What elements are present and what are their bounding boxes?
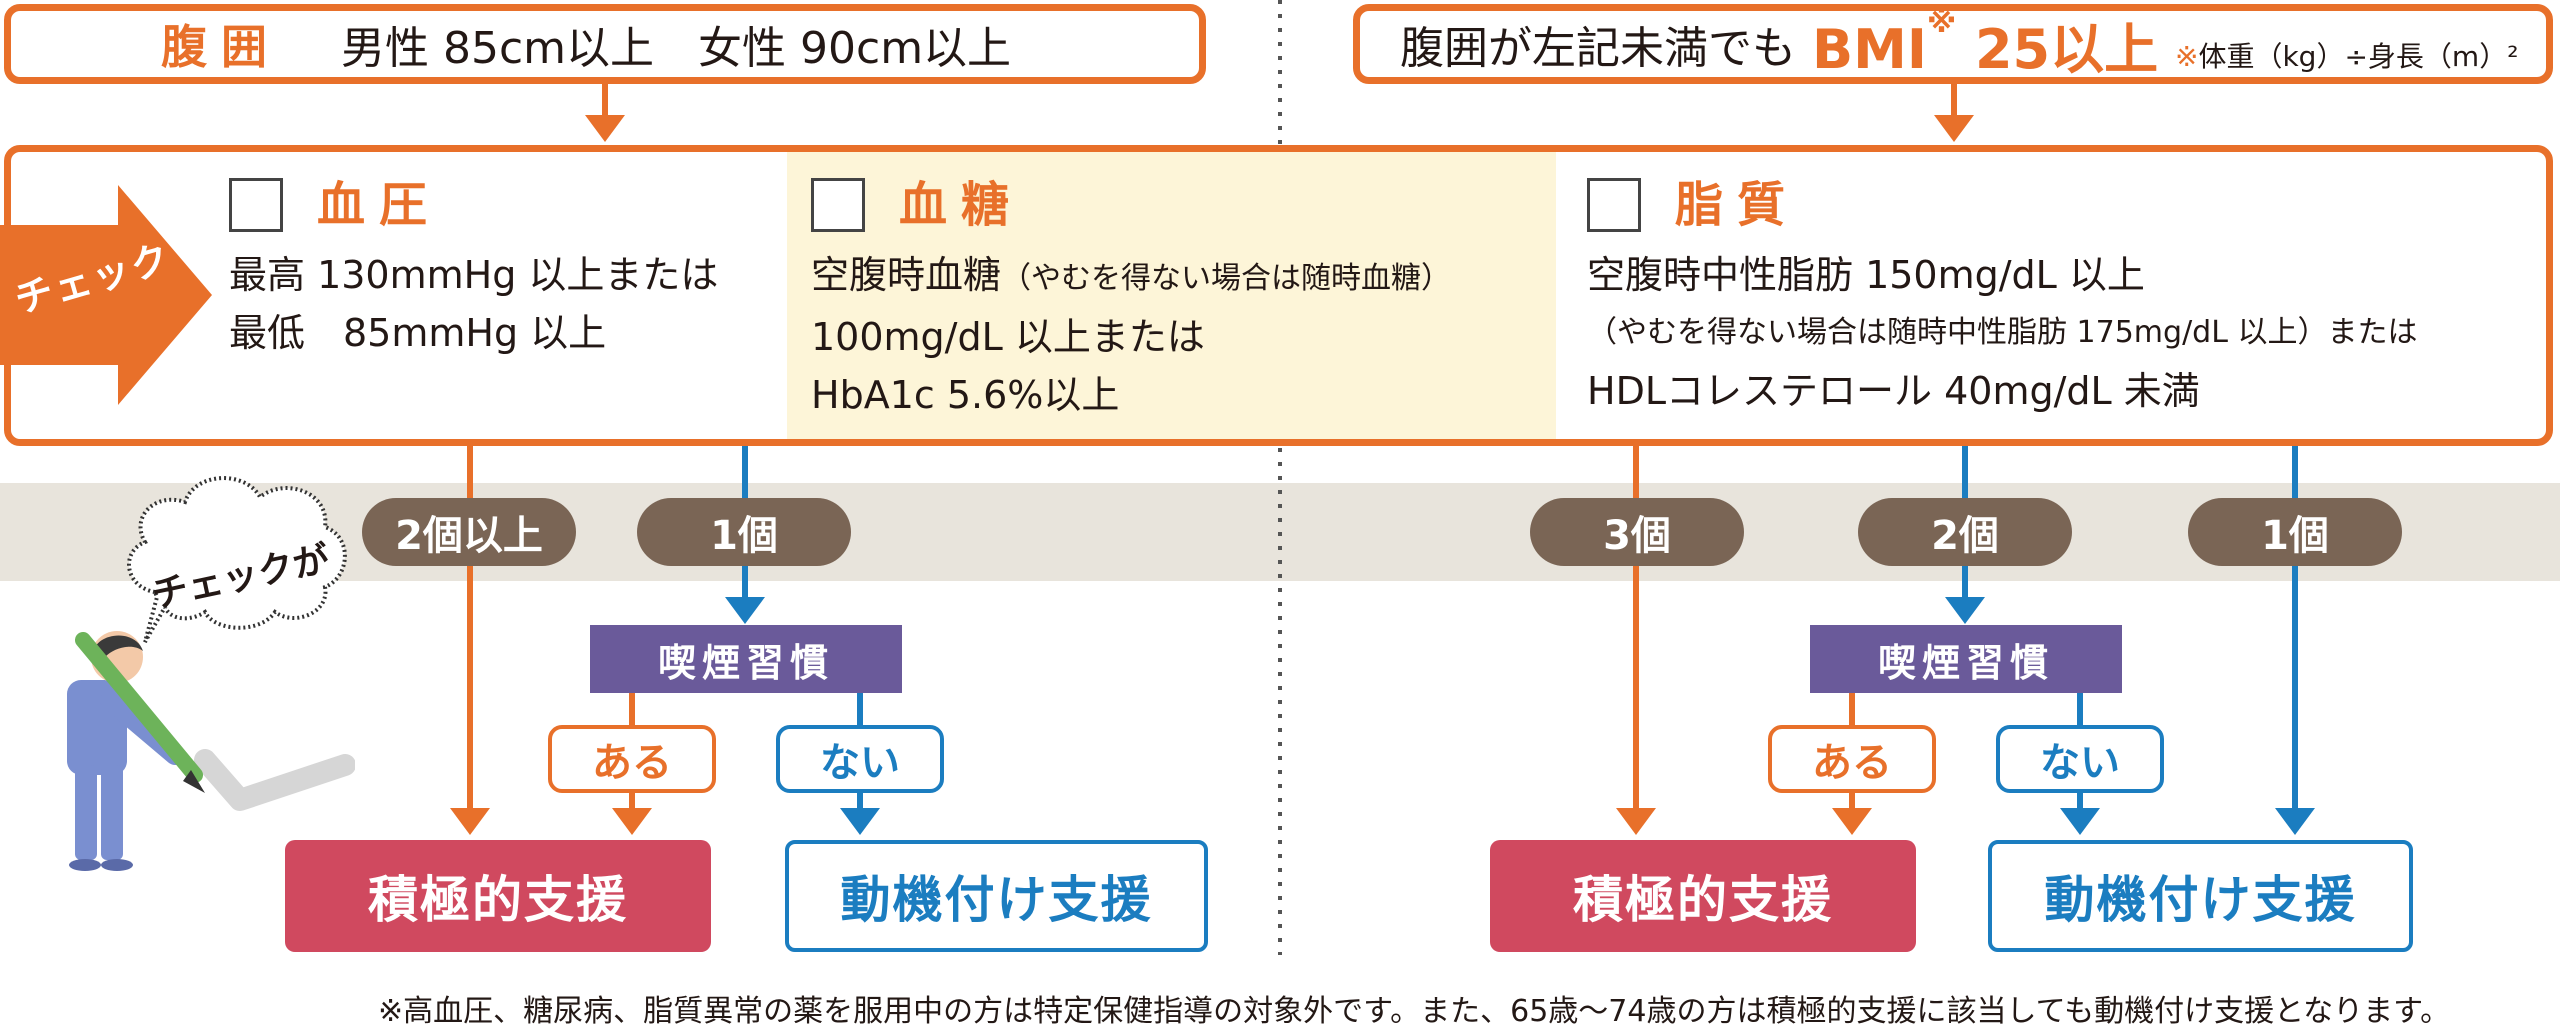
- result-motivation-support-right: 動機付け支援: [1988, 840, 2413, 952]
- smoking-habit-right: 喫煙習慣: [1810, 625, 2122, 693]
- sugar-background: [787, 152, 1556, 439]
- blood-pressure-line-2: 最低 85mmHg 以上: [229, 311, 607, 355]
- pill-two-right: 2個: [1858, 498, 2072, 566]
- bmi-arrow: [1934, 115, 1974, 142]
- footnote: ※高血圧、糖尿病、脂質異常の薬を服用中の方は特定保健指導の対象外です。また、65…: [378, 994, 2451, 1027]
- blood-pressure-line-1: 最高 130mmHg 以上または: [229, 253, 719, 297]
- smoking-habit-left: 喫煙習慣: [590, 625, 902, 693]
- person-writing-icon: [67, 631, 355, 871]
- smoking-no-left: ない: [776, 725, 944, 793]
- blood-sugar-checkbox[interactable]: [811, 178, 865, 232]
- category-lipid: 脂質 空腹時中性脂肪 150mg/dL 以上 （やむを得ない場合は随時中性脂肪 …: [1587, 170, 2417, 420]
- pill-two-or-more: 2個以上: [362, 498, 576, 566]
- waist-label: 腹囲: [161, 20, 281, 74]
- waist-text: 男性 85cm以上 女性 90cm以上: [341, 23, 1012, 74]
- result-active-support-right: 積極的支援: [1490, 840, 1916, 952]
- check-panel: 血圧 最高 130mmHg 以上または 最低 85mmHg 以上 血糖 空腹時血…: [4, 145, 2553, 446]
- result-active-support-left: 積極的支援: [285, 840, 711, 952]
- blood-sugar-line-1: 空腹時血糖（やむを得ない場合は随時血糖）: [811, 253, 1452, 297]
- smoking-no-right: ない: [1996, 725, 2164, 793]
- category-blood-pressure: 血圧 最高 130mmHg 以上または 最低 85mmHg 以上: [229, 170, 718, 362]
- bmi-note: ※体重（kg）÷身長（m）²: [2175, 40, 2519, 73]
- bmi-threshold: BMI※ 25以上: [1812, 4, 2159, 81]
- pill-one-right: 1個: [2188, 498, 2402, 566]
- smoking-yes-left: ある: [548, 725, 716, 793]
- lipid-line-2: （やむを得ない場合は随時中性脂肪 175mg/dL 以上）または: [1587, 315, 2418, 350]
- waist-arrow: [585, 115, 625, 142]
- result-motivation-support-left: 動機付け支援: [785, 840, 1208, 952]
- blood-sugar-title: 血糖: [899, 177, 1024, 233]
- check-arrow-icon: [0, 185, 212, 405]
- blood-sugar-line-3: HbA1c 5.6%以上: [811, 373, 1120, 417]
- smoking-yes-right: ある: [1768, 725, 1936, 793]
- waist-criteria-box: 腹囲 男性 85cm以上 女性 90cm以上: [4, 4, 1206, 84]
- bmi-text: 腹囲が左記未満でも: [1400, 23, 1796, 74]
- blood-pressure-title: 血圧: [317, 177, 442, 233]
- pill-one-left: 1個: [637, 498, 851, 566]
- category-blood-sugar: 血糖 空腹時血糖（やむを得ない場合は随時血糖） 100mg/dL 以上または H…: [811, 170, 1451, 424]
- lipid-line-1: 空腹時中性脂肪 150mg/dL 以上: [1587, 253, 2145, 297]
- lipid-checkbox[interactable]: [1587, 178, 1641, 232]
- blood-pressure-checkbox[interactable]: [229, 178, 283, 232]
- lipid-line-3: HDLコレステロール 40mg/dL 未満: [1587, 369, 2200, 413]
- bmi-criteria-box: 腹囲が左記未満でも BMI※ 25以上 ※体重（kg）÷身長（m）²: [1353, 4, 2553, 84]
- speech-bubble-icon: [127, 476, 347, 643]
- pill-three: 3個: [1530, 498, 1744, 566]
- blood-sugar-line-2: 100mg/dL 以上または: [811, 315, 1205, 359]
- lipid-title: 脂質: [1675, 177, 1800, 233]
